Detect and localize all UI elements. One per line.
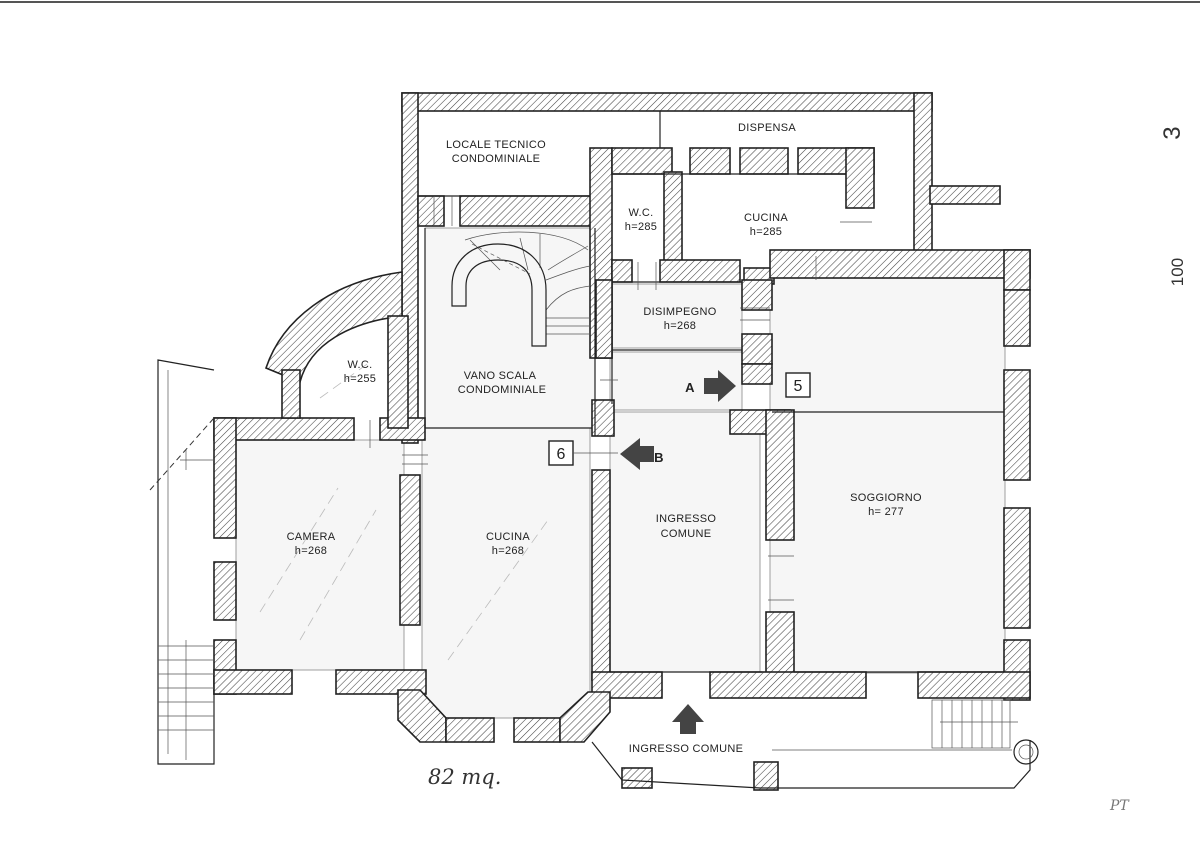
exterior bbox=[149, 359, 1039, 789]
room-labels: LOCALE TECNICO CONDOMINIALE DISPENSA W.C… bbox=[287, 122, 922, 755]
label-cucina: CUCINA bbox=[486, 531, 530, 543]
label-vano-scala-2: CONDOMINIALE bbox=[458, 384, 547, 396]
label-wc-top-height: h=285 bbox=[625, 221, 657, 233]
label-camera: CAMERA bbox=[287, 531, 336, 543]
marker-6-number: 6 bbox=[557, 446, 566, 463]
label-soggiorno-height: h= 277 bbox=[868, 506, 904, 518]
right-steps bbox=[931, 699, 1018, 749]
label-disimpegno-height: h=268 bbox=[664, 320, 696, 332]
room-outlines bbox=[418, 111, 1004, 673]
marker-6-box bbox=[548, 440, 574, 466]
handwritten-floor: PT bbox=[1109, 798, 1130, 814]
left-steps bbox=[158, 450, 214, 760]
scale-label: 100 bbox=[1168, 258, 1187, 286]
label-cucina-height: h=268 bbox=[492, 545, 524, 557]
label-cucina-top: CUCINA bbox=[744, 212, 788, 224]
marker-5-number: 5 bbox=[794, 378, 803, 395]
label-disimpegno: DISIMPEGNO bbox=[643, 306, 716, 318]
staircase bbox=[451, 231, 591, 347]
marker-5-box bbox=[785, 372, 811, 398]
label-camera-height: h=268 bbox=[295, 545, 327, 557]
markers: A 5 6 B bbox=[548, 370, 811, 734]
label-dispensa: DISPENSA bbox=[738, 122, 796, 134]
handwritten-area: 82 mq. bbox=[428, 765, 501, 789]
arrow-left-icon bbox=[620, 438, 654, 470]
doors bbox=[369, 196, 872, 601]
label-ingresso-2: COMUNE bbox=[661, 528, 712, 540]
label-locale-tecnico-2: CONDOMINIALE bbox=[452, 153, 541, 165]
label-wc-top: W.C. bbox=[628, 207, 653, 219]
label-wc-left: W.C. bbox=[347, 359, 372, 371]
walls bbox=[213, 92, 1031, 791]
handwritten-notes: 82 mq. PT bbox=[428, 765, 1130, 814]
arrow-up-icon bbox=[672, 704, 704, 734]
pen-marks bbox=[259, 361, 549, 661]
room-floors bbox=[235, 227, 1006, 719]
label-vano-scala-1: VANO SCALA bbox=[464, 370, 537, 382]
label-wc-left-height: h=255 bbox=[344, 373, 376, 385]
label-locale-tecnico-1: LOCALE TECNICO bbox=[446, 139, 546, 151]
label-ingresso-comune: INGRESSO COMUNE bbox=[629, 743, 744, 755]
marker-a-letter: A bbox=[685, 380, 695, 395]
margin-annotations: 3 100 bbox=[1159, 126, 1187, 286]
marker-b-letter: B bbox=[654, 450, 664, 465]
label-ingresso-1: INGRESSO bbox=[656, 513, 717, 525]
label-soggiorno: SOGGIORNO bbox=[850, 492, 922, 504]
page-number: 3 bbox=[1159, 126, 1186, 139]
arrow-right-icon bbox=[704, 370, 736, 402]
label-cucina-top-height: h=285 bbox=[750, 226, 782, 238]
